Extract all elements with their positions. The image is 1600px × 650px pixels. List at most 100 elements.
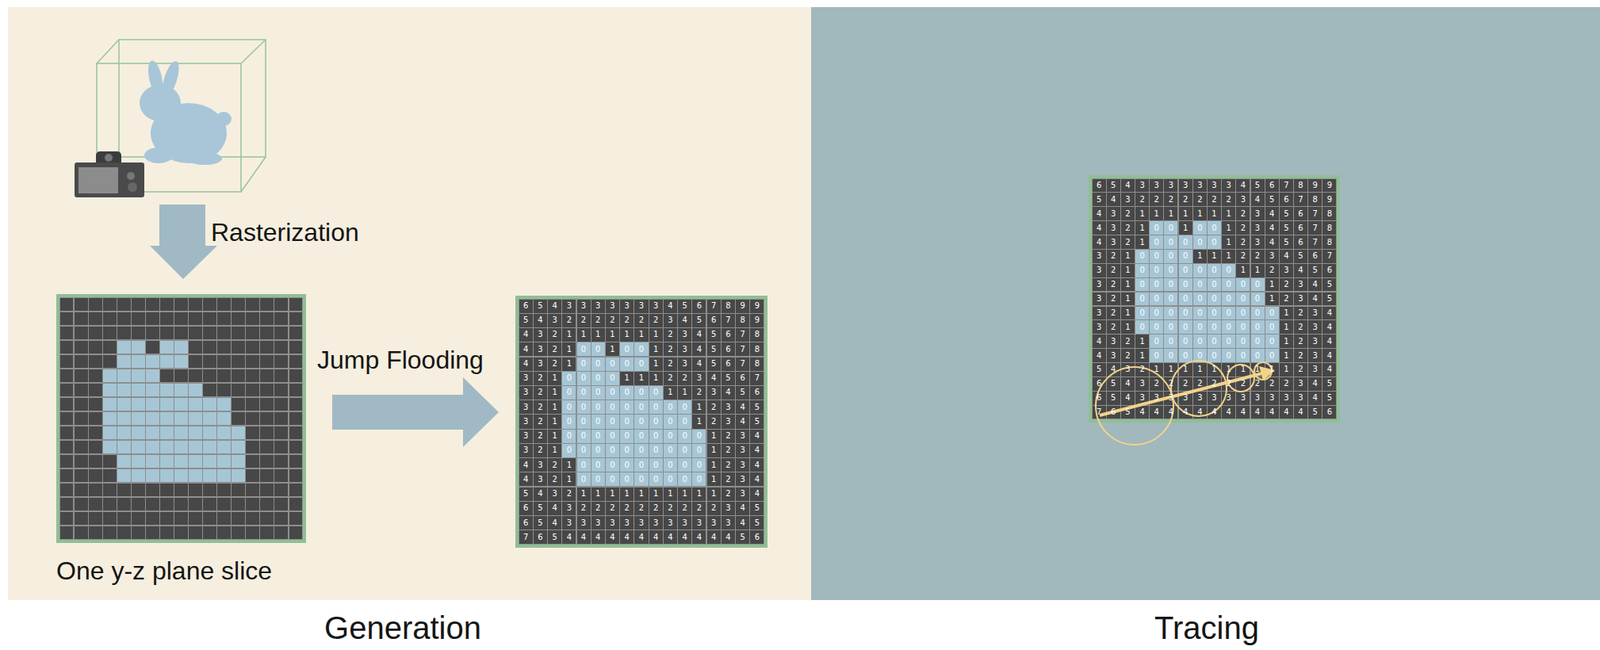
outside-cell [202, 526, 217, 540]
outside-cell [289, 512, 303, 526]
distance-value: 3 [590, 298, 605, 314]
inside-cell [145, 369, 160, 383]
outside-cell [260, 312, 274, 326]
distance-value: 0 [590, 414, 605, 429]
outside-cell [231, 355, 245, 369]
inside-cell [131, 469, 146, 483]
distance-value: 4 [1264, 206, 1279, 222]
outside-cell [289, 526, 303, 540]
outside-cell [202, 369, 217, 383]
distance-value: 3 [547, 486, 562, 502]
distance-value: 3 [1106, 221, 1121, 236]
distance-value: 2 [562, 313, 577, 328]
distance-value: 0 [604, 428, 620, 444]
outside-cell [202, 383, 217, 398]
distance-value: 0 [1149, 235, 1164, 250]
distance-value: 5 [1278, 206, 1294, 222]
distance-value: 4 [706, 530, 721, 545]
distance-value: 0 [1163, 291, 1179, 307]
distance-value: 2 [562, 486, 577, 502]
distance-value: 4 [1091, 334, 1107, 349]
outside-cell [260, 512, 274, 526]
distance-value: 4 [1322, 362, 1337, 377]
distance-value: 7 [1308, 206, 1323, 222]
distance-value: 3 [604, 516, 620, 531]
distance-value: 3 [677, 516, 693, 531]
distance-value: 3 [1250, 235, 1265, 250]
distance-value: 3 [720, 400, 735, 415]
distance-value: 3 [518, 428, 533, 444]
inside-cell [160, 398, 174, 412]
distance-value: 1 [547, 385, 562, 400]
distance-value: 4 [1278, 248, 1294, 264]
outside-cell [174, 497, 188, 512]
distance-value: 4 [750, 458, 765, 473]
distance-value: 0 [662, 472, 678, 487]
outside-cell [245, 369, 260, 383]
distance-value: 2 [720, 472, 735, 487]
distance-value: 5 [750, 516, 765, 531]
distance-value: 0 [1206, 263, 1222, 278]
distance-value: 1 [662, 486, 678, 502]
outside-cell [289, 312, 303, 326]
outside-cell [60, 355, 74, 369]
distance-value: 2 [1120, 348, 1135, 364]
inside-cell [145, 440, 160, 455]
distance-value: 4 [1192, 405, 1207, 420]
distance-value: 0 [604, 414, 620, 429]
distance-value: 0 [677, 443, 693, 458]
outside-cell [217, 483, 231, 498]
distance-value: 9 [1322, 178, 1337, 193]
inside-cell [103, 383, 117, 398]
outside-cell [88, 312, 103, 326]
distance-value: 0 [590, 428, 605, 444]
outside-cell [74, 526, 89, 540]
distance-value: 1 [620, 327, 635, 342]
distance-value: 5 [706, 342, 721, 357]
outside-cell [274, 497, 288, 512]
outside-cell [217, 298, 231, 312]
distance-value: 0 [576, 385, 591, 400]
outside-cell [217, 383, 231, 398]
distance-value: 3 [1221, 390, 1237, 406]
distance-value: 3 [1278, 390, 1294, 406]
distance-value: 4 [677, 313, 693, 328]
distance-value: 0 [1163, 348, 1179, 364]
distance-value: 3 [720, 516, 735, 531]
distance-value: 0 [590, 443, 605, 458]
inside-cell [145, 383, 160, 398]
distance-value: 3 [735, 428, 751, 444]
outside-cell [88, 326, 103, 341]
distance-value: 0 [662, 428, 678, 444]
distance-value: 3 [1106, 348, 1121, 364]
distance-value: 0 [1192, 334, 1207, 349]
distance-value: 1 [1178, 221, 1193, 236]
distance-value: 3 [1293, 291, 1308, 307]
distance-value: 2 [547, 472, 562, 487]
outside-cell [131, 312, 146, 326]
distance-value: 3 [1149, 178, 1164, 193]
panel-caption: Generation [324, 610, 482, 647]
distance-value: 1 [1120, 291, 1135, 307]
distance-value: 0 [634, 428, 649, 444]
inside-cell [117, 383, 131, 398]
inside-cell [217, 426, 231, 441]
distance-value: 5 [518, 486, 533, 502]
outside-cell [260, 398, 274, 412]
outside-cell [74, 355, 89, 369]
outside-cell [145, 340, 160, 355]
distance-value: 4 [1236, 178, 1251, 193]
distance-value: 2 [590, 313, 605, 328]
distance-value: 1 [576, 486, 591, 502]
distance-value: 7 [1308, 235, 1323, 250]
outside-cell [188, 326, 203, 341]
distance-value: 4 [547, 298, 562, 314]
inside-cell [145, 469, 160, 483]
outside-cell [188, 483, 203, 498]
inside-cell [131, 426, 146, 441]
outside-cell [217, 312, 231, 326]
distance-value: 0 [604, 458, 620, 473]
outside-cell [289, 369, 303, 383]
distance-value: 0 [576, 443, 591, 458]
distance-value: 3 [576, 516, 591, 531]
